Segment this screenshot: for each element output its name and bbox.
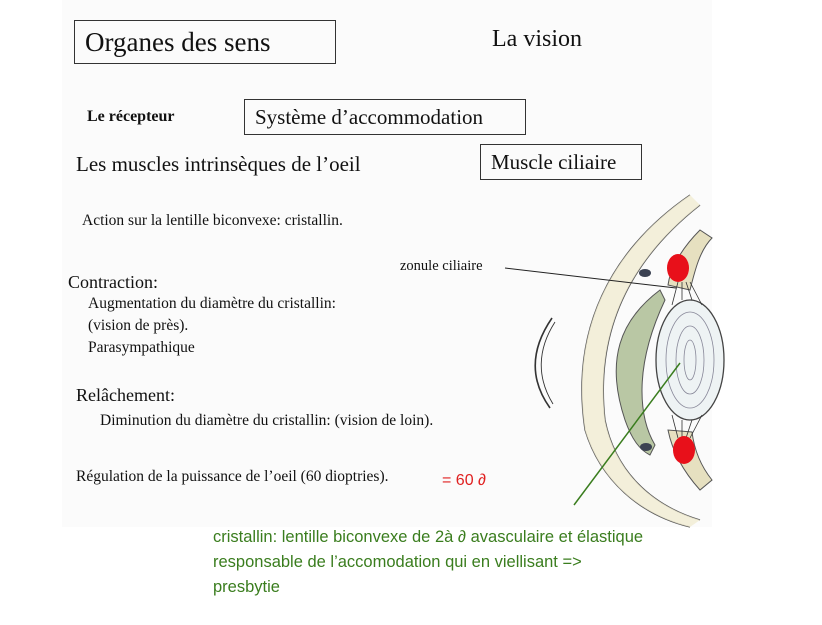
- slide-background: [62, 0, 712, 527]
- lens-layer-3: [683, 339, 697, 381]
- lens-layer-1: [665, 311, 715, 409]
- relachement-line-1: Diminution du diamètre du cristallin: (v…: [100, 412, 434, 429]
- ciliary-muscle-box: Muscle ciliaire: [480, 144, 642, 180]
- vessel-bottom: [640, 443, 652, 451]
- cornea-arc-outer: [534, 317, 553, 409]
- cornea-arc-inner: [540, 321, 556, 405]
- muscles-heading: Les muscles intrinsèques de l’oeil: [76, 152, 361, 176]
- green-leader-line: [573, 362, 681, 506]
- zonule-fibers: [671, 281, 703, 439]
- contraction-line-1: Augmentation du diamètre du cristallin:: [88, 295, 336, 312]
- accommodation-box: Système d’accommodation: [244, 99, 526, 135]
- iris: [615, 289, 666, 456]
- ciliary-muscle-bottom: [673, 436, 695, 464]
- green-annotation: cristallin: lentille biconvexe de 2à ∂ a…: [213, 528, 644, 596]
- relachement-title: Relâchement:: [76, 385, 175, 405]
- zonule-label: zonule ciliaire: [400, 258, 483, 274]
- vessel-top: [639, 269, 651, 277]
- lens-layer-2: [675, 325, 705, 395]
- section-label: Le récepteur: [87, 108, 175, 125]
- contraction-line-3: Parasympathique: [88, 339, 195, 356]
- contraction-line-2: (vision de près).: [88, 317, 189, 334]
- page-title: Organes des sens: [74, 20, 336, 64]
- sclera-band: [581, 195, 700, 527]
- zonule-leader-line: [504, 267, 677, 289]
- regulation-text: Régulation de la puissance de l’oeil (60…: [76, 468, 389, 485]
- lens-cristallin: [655, 299, 725, 421]
- contraction-title: Contraction:: [68, 272, 158, 292]
- action-text: Action sur la lentille biconvexe: crista…: [82, 212, 343, 229]
- page-subtitle: La vision: [492, 26, 582, 52]
- ciliary-muscle-top: [667, 254, 689, 282]
- regulation-note: = 60 ∂: [442, 472, 486, 489]
